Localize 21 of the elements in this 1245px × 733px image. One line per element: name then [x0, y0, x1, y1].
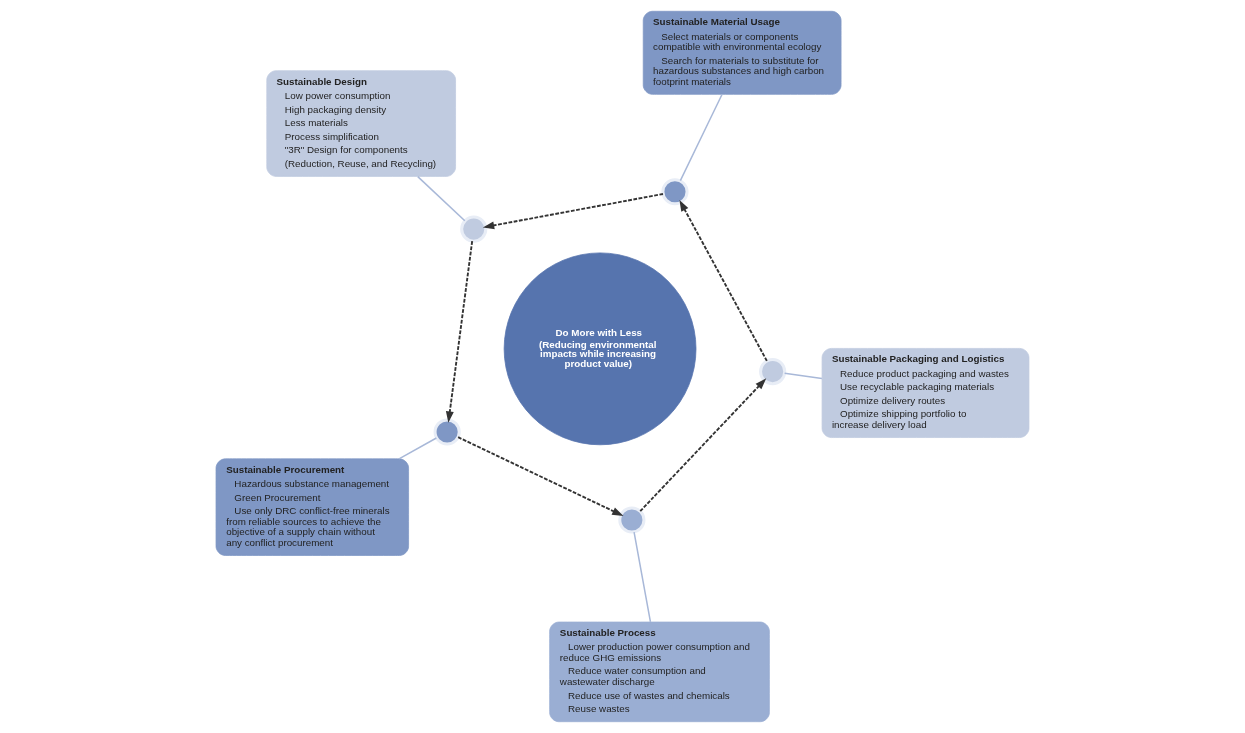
node-box: Sustainable Process Lower production power consumption and reduce GHG emissions Reduce water consumption and wastewater discharge Reduce use of wastes and chemicals Reuse wastes	[549, 621, 770, 723]
arrow	[639, 378, 767, 513]
connector	[679, 93, 723, 182]
arrow	[482, 193, 664, 230]
node-circle	[433, 418, 461, 446]
node-circle	[661, 178, 689, 206]
node-circle: Do More with Less (Reducing environmental impacts while increasing product value)	[503, 252, 697, 446]
node-circle	[618, 506, 646, 534]
arrow	[679, 199, 768, 362]
node-box: Sustainable Packaging and Logistics Reduce product packaging and wastes Use recyclable packaging materials Optimize delivery routes Optimize shipping portfolio to increase delivery load	[821, 348, 1030, 438]
node-box: Sustainable Design Low power consumption High packaging density Less materials Process simplification "3R" Design for components (Reduction, Reuse, and Recycling)	[266, 70, 456, 177]
node-box: Sustainable Procurement Hazardous substance management Green Procurement Use only DRC conflict-free minerals from reliable sources to achieve the objective of a supply chain without any conflict procurement	[215, 458, 409, 556]
arrow	[457, 436, 624, 516]
node-box: Sustainable Material Usage Select materials or components compatible with environmental ecology Search for materials to substitute for hazardous substances and high carbon footprint materials	[642, 10, 842, 95]
connector	[398, 437, 438, 460]
connector	[417, 175, 466, 222]
node-circle	[460, 215, 488, 243]
arrow	[445, 240, 474, 423]
node-circle	[759, 358, 787, 386]
connector	[783, 372, 823, 380]
connector	[633, 531, 652, 623]
